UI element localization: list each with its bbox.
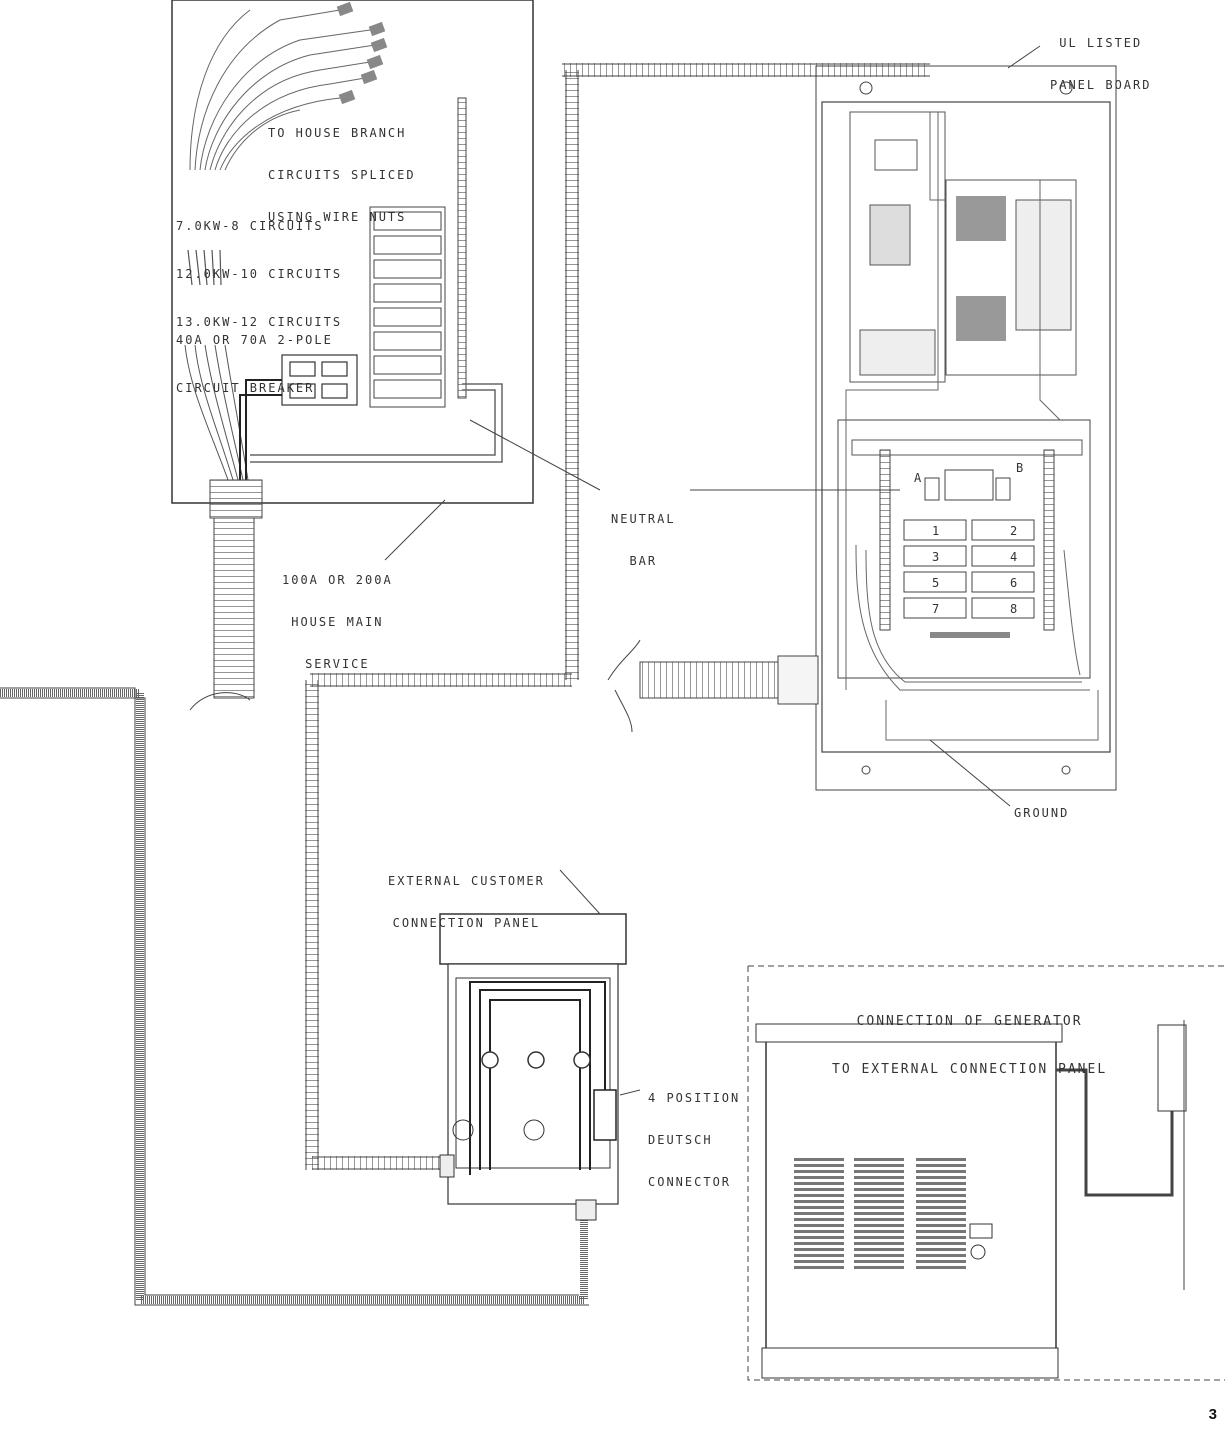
circuit-number-5: 5 — [932, 576, 939, 590]
vent-left — [794, 1158, 844, 1270]
circuit-count-label: 7.0kW-8 CIRCUITS 12.0kW-10 CIRCUITS 13.0… — [176, 219, 343, 329]
page-number: 3 — [1208, 1406, 1217, 1423]
ul-listed-panel-board: 1 2 3 4 5 6 7 8 A B — [815, 65, 1117, 791]
circuit-number-6: 6 — [1010, 576, 1017, 590]
conduit-house-to-panelboard — [305, 63, 930, 1170]
circuit-number-8: 8 — [1010, 602, 1017, 616]
wire-nuts — [336, 1, 388, 105]
deutsch-connector — [593, 1089, 617, 1141]
house-service-conduit — [189, 479, 263, 711]
ground-label: GROUND — [1014, 806, 1070, 820]
vent-right — [916, 1158, 966, 1270]
breaker-label: 40A OR 70A 2-POLE CIRCUIT BREAKER — [176, 333, 333, 395]
vent-middle — [854, 1158, 904, 1270]
two-pole-breaker — [281, 354, 358, 406]
house-branch-label: TO HOUSE BRANCH CIRCUITS SPLICED USING W… — [268, 126, 416, 224]
phase-b-label: B — [1016, 461, 1023, 475]
circuit-number-4: 4 — [1010, 550, 1017, 564]
generator-connection-label: CONNECTION OF GENERATOR TO EXTERNAL CONN… — [832, 1014, 1108, 1077]
ul-panel-board-label: UL LISTED PANEL BOARD — [1050, 36, 1152, 92]
house-neutral-bar — [457, 97, 467, 399]
neutral-bar-label: NEUTRAL BAR — [611, 512, 676, 568]
circuit-number-1: 1 — [932, 524, 939, 538]
panel-board-breakers — [903, 519, 1035, 619]
circuit-number-7: 7 — [932, 602, 939, 616]
phase-a-label: A — [914, 471, 922, 485]
branch-wire-bundle — [189, 9, 376, 171]
main-service-label: 100A OR 200A HOUSE MAIN SERVICE — [282, 573, 393, 671]
breaker-stack — [369, 206, 446, 408]
house-main-panel — [171, 0, 534, 504]
external-panel-label: EXTERNAL CUSTOMER CONNECTION PANEL — [388, 874, 545, 930]
circuit-number-3: 3 — [932, 550, 939, 564]
deutsch-connector-label: 4 POSITION DEUTSCH CONNECTOR — [648, 1091, 741, 1189]
external-connection-panel — [439, 913, 627, 1221]
leader-lines — [384, 45, 1041, 1096]
generator-feed-conduit — [607, 639, 819, 733]
generator — [747, 965, 1225, 1381]
circuit-number-2: 2 — [1010, 524, 1017, 538]
conduit-generator-loop — [0, 687, 589, 1306]
